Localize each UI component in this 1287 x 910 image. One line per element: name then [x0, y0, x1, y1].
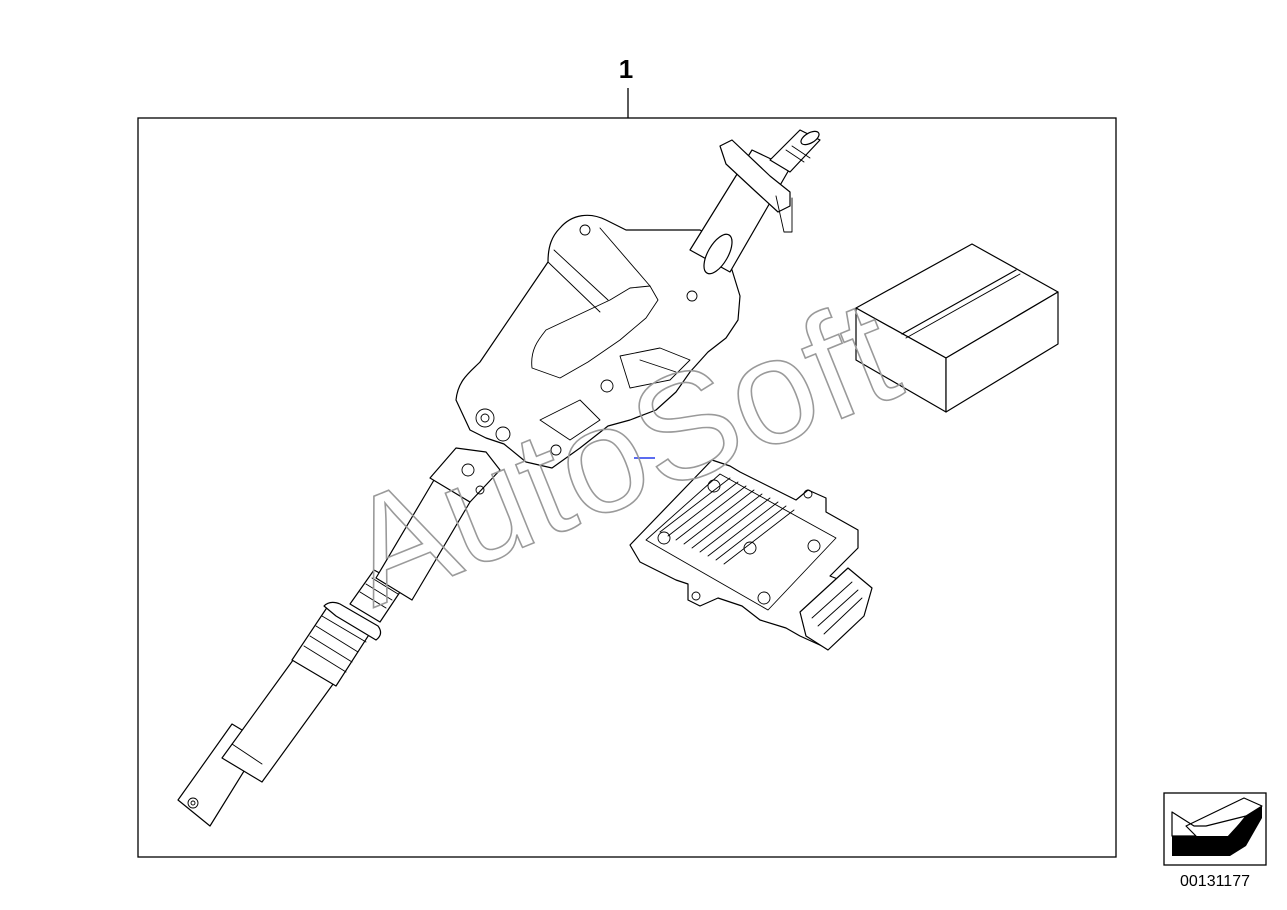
- lock-tab: [775, 195, 793, 233]
- motor-housing: [619, 347, 691, 389]
- module-screw-4: [807, 539, 821, 553]
- module-screw-2: [657, 531, 671, 545]
- diagram-frame: [137, 117, 1117, 858]
- shaft-band: [231, 743, 263, 765]
- column-housing: [455, 214, 741, 469]
- upper-tube-collar: [703, 233, 733, 275]
- top-spline-grooves: [785, 145, 811, 163]
- actuator-screw: [550, 444, 562, 456]
- module-screw-5: [757, 591, 771, 605]
- shaft-bolt-hole-inner: [190, 800, 196, 806]
- mount-hole-left-inner: [480, 413, 490, 423]
- housing-ribs: [547, 227, 651, 313]
- box-tape-line: [901, 269, 1017, 335]
- mount-hole-top: [579, 224, 591, 236]
- steering-column: [177, 129, 821, 827]
- lock-bracket: [719, 139, 791, 213]
- reference-number: 00131177: [1180, 873, 1250, 890]
- motor-seam: [639, 359, 677, 373]
- mount-hole-lower: [495, 426, 511, 442]
- reference-icon-frame: [1163, 792, 1267, 866]
- module-tab-hole-1: [803, 489, 813, 499]
- top-shaft-tip: [800, 130, 820, 146]
- spline-grooves: [359, 577, 399, 609]
- module-top-plate: [645, 473, 837, 611]
- connector-pins: [811, 581, 863, 635]
- boot-ribs: [303, 615, 367, 673]
- box-tape-line-2: [905, 273, 1021, 339]
- control-module: [629, 459, 873, 651]
- arrow-icon: [1171, 797, 1263, 856]
- module-tab-hole-2: [691, 591, 701, 601]
- mount-hole-right: [686, 290, 698, 302]
- mount-hole-left: [475, 408, 495, 428]
- reference-block: 00131177: [1163, 792, 1267, 890]
- actuator-pivot: [600, 379, 614, 393]
- u-joint-bolt: [461, 463, 475, 477]
- u-joint-nut: [475, 485, 485, 495]
- packaging-box: [855, 243, 1059, 413]
- module-screw-3: [743, 541, 757, 555]
- cooling-fins: [659, 477, 795, 565]
- module-connector: [799, 567, 873, 651]
- boot-collar: [323, 601, 382, 641]
- shaft-bolt-hole: [187, 797, 199, 809]
- actuator-bracket: [539, 399, 601, 441]
- callout-label[interactable]: 1: [619, 54, 633, 84]
- housing-slot: [531, 285, 659, 379]
- module-screw-1: [707, 479, 721, 493]
- box-side: [945, 291, 1059, 413]
